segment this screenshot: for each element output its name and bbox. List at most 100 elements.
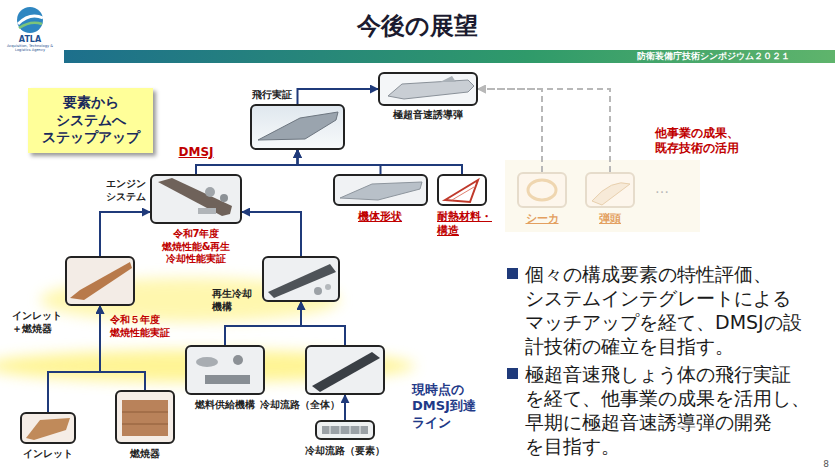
channel-element [350,426,351,434]
logo-subtext: Acquisition, Technology & Logistics Agen… [1,44,59,53]
node-label: 燃料供給機構 [194,399,257,411]
channel-picture [312,352,380,392]
bullet-text: 極超音速飛しょう体の飛行実証 を経て、他事業の成果を活用し、 早期に極超音速誘導… [525,362,822,458]
ellipsis: … [655,180,678,198]
picture-box: インレット [20,412,76,444]
inlet-picture [70,262,132,300]
picture-ground [20,412,76,444]
picture-ground [115,390,175,444]
picture-ground [315,420,375,440]
picture-ground [333,174,428,206]
node-label: 飛行実証 [246,89,292,102]
connector [478,89,610,172]
picture-box: 燃焼器 [115,390,175,444]
node-label: 極超音速誘導弾 [390,109,466,122]
fuel-part [233,355,243,365]
connector [301,302,345,345]
logo-globe [17,7,43,33]
combustor-picture [122,400,168,436]
picture-ground [65,256,135,306]
connector [298,150,463,174]
engine-part [205,187,215,197]
channel-element [322,426,368,434]
picture-box: 機体形状 [333,174,428,206]
milestone-note: 令和7年度 燃焼性能&再生 冷却性能実証 [160,228,233,266]
faded-panel [505,160,700,232]
milestone-line-note: 現時点の DMSJ到達 ライン [412,382,480,431]
channel-element [340,426,341,434]
picture-box: シーカ [517,172,567,208]
callout-note: 他事業の成果、 既存技術の活用 [655,126,747,156]
cooling-part [325,284,331,290]
picture-box: 冷却流路（全体） [305,345,385,395]
bullet-text: 個々の構成要素の特性評価、 システムインテグレートによる マッチアップを経て、D… [525,262,814,358]
node-label: インレット [20,448,76,461]
logo-text: ATLA [17,35,43,45]
picture-box: 極超音速誘導弾 [378,72,478,106]
picture-ground [378,72,478,106]
node-label: 機体形状 [355,210,406,224]
vehicle-picture [258,112,338,140]
material-picture [452,187,474,200]
combustor-picture [122,412,168,413]
milestone-note: 令和５年度 燃焼性能実証 [110,314,176,339]
cooling-picture [268,264,336,298]
bullet-square [507,268,518,279]
engine-picture [158,178,232,216]
fuel-part [196,357,218,367]
node-label: 弾頭 [596,212,625,226]
airframe-picture [340,182,422,200]
connector [225,302,301,345]
picture-ground [150,174,242,224]
picture-box: 再生冷却 機構 [262,256,340,302]
node-label: エンジン システム [100,178,146,203]
node-label: 耐熱材料・ 構造 [437,210,499,238]
picture-ground [250,104,345,150]
engine-part [198,208,216,214]
header-bar [64,50,835,63]
picture-box: 燃料供給機構 [185,345,265,395]
node-label: DMSJ [177,145,215,160]
slide-title: 今後の展望 [0,10,835,42]
picture-box: 飛行実証 [250,104,345,150]
engine-part [220,194,228,202]
event-name: 防衛装備庁技術シンポジウム２０２１ [631,51,790,62]
cooling-part [314,287,322,295]
node-label: 冷却流路（要素） [304,445,386,457]
node-label: シーカ [522,212,562,226]
bullet-square [507,368,518,379]
missile-fin [440,76,456,82]
missile-picture [388,80,474,99]
fuel-part [205,375,250,384]
page-number: 8 [817,459,829,470]
picture-box: 耐熱材料・ 構造 [437,174,487,206]
connector [298,150,381,174]
connector [242,212,301,256]
picture-ground [517,172,567,208]
picture-box: DMSJエンジン システム [150,174,242,224]
picture-box: 弾頭 [585,172,635,208]
channel-element [360,426,361,434]
node-label: 要素から システムへ ステップアップ [37,94,144,147]
node-label: インレット ＋燃焼器 [12,310,68,335]
picture-box: 冷却流路（要素） [315,420,375,440]
inlet-picture [26,418,70,440]
picture-box: インレット ＋燃焼器 [65,256,135,306]
material-picture [445,180,478,202]
node-label: 再生冷却 機構 [212,288,258,313]
node-label: 燃焼器 [127,448,163,461]
picture-ground [262,256,340,302]
connector [478,89,542,172]
picture-ground [437,174,487,206]
picture-ground [185,345,265,395]
combustor-picture [122,424,168,425]
node-label: 冷却流路（全体） [258,399,340,411]
connector [100,212,150,256]
logo-swoosh [19,23,42,28]
connector [298,89,379,104]
picture-ground [585,172,635,208]
connector [344,395,346,420]
warhead-picture [592,183,630,205]
picture-ground [305,345,385,395]
note-box: 要素から システムへ ステップアップ [28,88,153,153]
